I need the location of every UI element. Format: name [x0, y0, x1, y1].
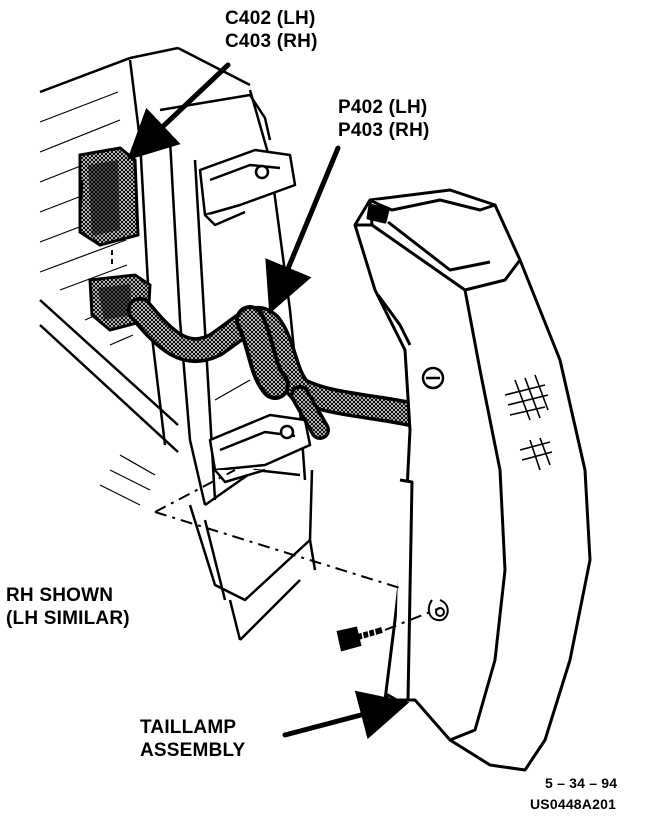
taillamp-housing — [353, 188, 592, 772]
lens-hatching — [504, 374, 553, 471]
figure-id: US0448A201 — [530, 796, 617, 812]
alignment-lines — [154, 469, 441, 631]
upper-bracket — [198, 148, 297, 227]
plug-callout-arrow — [265, 145, 341, 314]
assembly-label-line1: TAILLAMP — [140, 717, 237, 738]
bulb-socket — [421, 366, 445, 390]
connector-label-lh: C402 (LH) — [225, 8, 316, 29]
connector-label-rh: C403 (RH) — [225, 31, 318, 52]
plug-label-rh: P403 (RH) — [338, 120, 430, 141]
lower-bracket — [208, 413, 312, 484]
assembly-callout-arrow — [282, 690, 410, 740]
plug-label-lh: P402 (LH) — [338, 97, 428, 118]
date-code: 5 – 34 – 94 — [545, 775, 618, 791]
electrical-connector — [78, 146, 140, 247]
assembly-label-line2: ASSEMBLY — [140, 740, 246, 761]
shown-label-line1: RH SHOWN — [6, 585, 114, 606]
connector-callout-arrow — [127, 62, 231, 161]
callout-arrows — [127, 62, 410, 740]
shown-label-line2: (LH SIMILAR) — [6, 608, 130, 629]
wiring-harness — [127, 297, 428, 440]
mounting-screw — [336, 626, 383, 652]
